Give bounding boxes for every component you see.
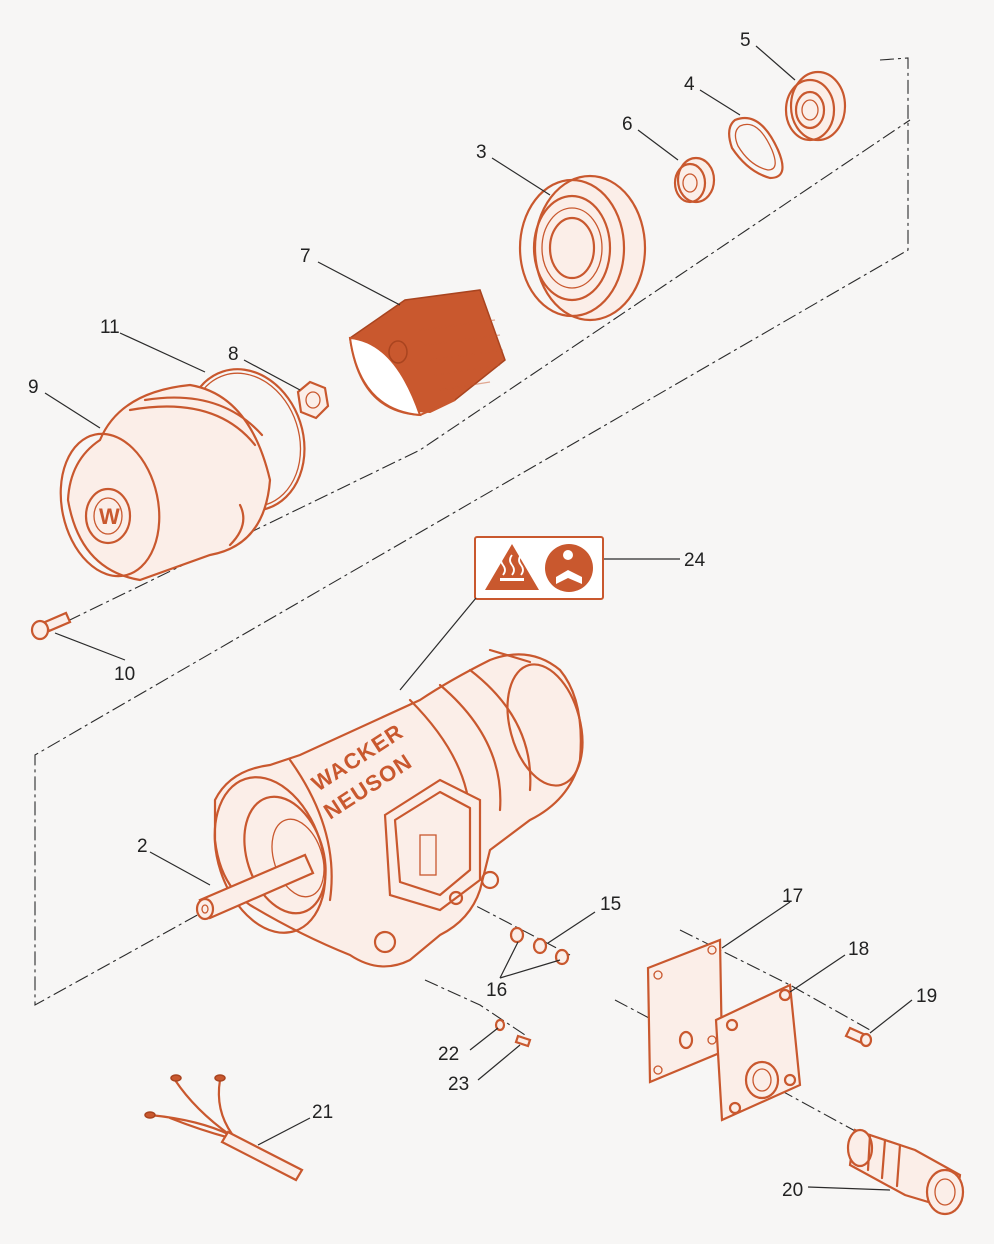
callout-2: 2 xyxy=(137,836,148,857)
callout-17: 17 xyxy=(782,886,803,907)
part-19-screw xyxy=(844,1026,873,1048)
callout-6: 6 xyxy=(622,114,633,135)
leader-lines xyxy=(44,45,913,1191)
part-20-cable-gland xyxy=(846,1128,965,1216)
part-7-eccentric-weight xyxy=(348,289,506,417)
callout-20: 20 xyxy=(782,1180,803,1201)
callout-16: 16 xyxy=(486,980,507,1001)
part-17-gasket-plate xyxy=(646,938,724,1084)
part-9-end-cap: W xyxy=(59,383,272,582)
callout-3: 3 xyxy=(476,142,487,163)
callout-labels: 5 4 6 3 7 11 8 9 10 24 2 15 16 17 18 19 … xyxy=(28,30,937,1201)
part-6-spacer xyxy=(673,156,716,204)
callout-23: 23 xyxy=(448,1074,469,1095)
callout-11: 11 xyxy=(100,317,120,338)
callout-4: 4 xyxy=(684,74,695,95)
part-5-bearing xyxy=(784,70,847,142)
main-motor-housing: WACKER NEUSON xyxy=(213,648,584,968)
part-18-terminal-cover xyxy=(714,983,802,1122)
callout-10: 10 xyxy=(114,664,135,685)
part-15-16-washers xyxy=(509,926,570,966)
callout-15: 15 xyxy=(600,894,621,915)
cap-logo-text: W xyxy=(99,504,121,529)
callout-18: 18 xyxy=(848,939,869,960)
callout-5: 5 xyxy=(740,30,751,51)
callout-24: 24 xyxy=(684,550,706,571)
part-24-warning-sticker xyxy=(474,536,604,600)
part-8-nut xyxy=(296,380,330,420)
assembly-axis-lines xyxy=(34,57,911,1151)
callout-19: 19 xyxy=(916,986,937,1007)
part-22-23-small-fasteners xyxy=(494,1018,532,1048)
part-3-large-bearing xyxy=(518,174,647,322)
callout-7: 7 xyxy=(300,246,311,267)
read-manual-icon xyxy=(545,544,593,592)
callout-9: 9 xyxy=(28,377,39,398)
part-10-bolt xyxy=(30,611,72,641)
part-4-retaining-ring xyxy=(728,116,784,180)
callout-22: 22 xyxy=(438,1044,459,1065)
part-2-shaft xyxy=(195,853,315,921)
callout-8: 8 xyxy=(228,344,239,365)
hot-surface-warning-icon xyxy=(485,544,539,590)
callout-21: 21 xyxy=(312,1102,333,1123)
part-21-wire-harness xyxy=(144,1074,304,1182)
